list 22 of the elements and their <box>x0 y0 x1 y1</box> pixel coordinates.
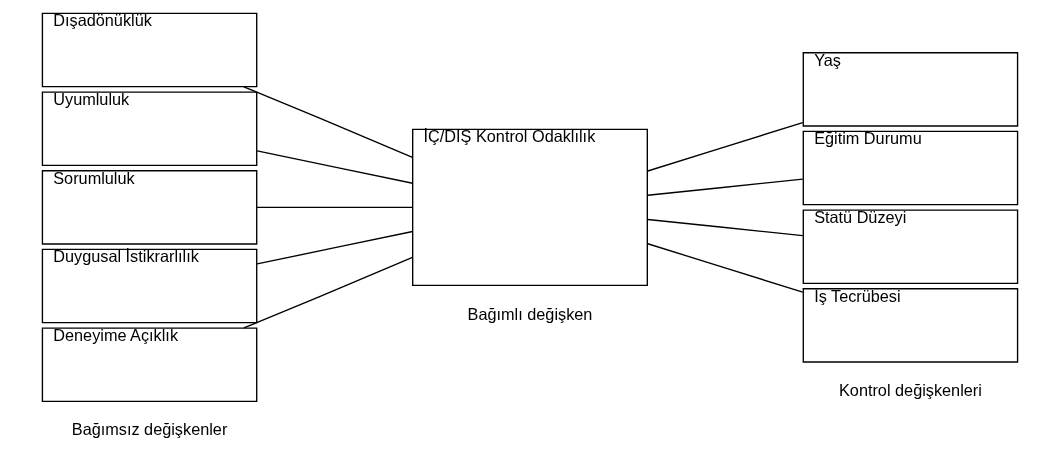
connector <box>647 243 804 293</box>
connector <box>243 256 414 329</box>
connector <box>647 178 804 196</box>
connector <box>256 230 414 265</box>
node-box: Eğitim Durumu <box>802 130 1019 206</box>
node-box: Sorumluluk <box>41 170 258 245</box>
label: Bağımlı değişken <box>467 305 593 324</box>
node-box: Dışadönüklük <box>41 12 258 88</box>
node-box: Deneyime Açıklık <box>41 327 258 402</box>
connector <box>256 150 414 184</box>
connector <box>256 206 414 209</box>
label: Bağımsız değişkenler <box>71 420 228 439</box>
node-box: İÇ/DIŞ Kontrol Odaklılık <box>412 128 648 287</box>
connector <box>647 218 804 237</box>
connector <box>243 86 414 159</box>
node-box: Duygusal İstikrarlılık <box>41 248 258 324</box>
node-box: Yaş <box>802 52 1019 127</box>
connector <box>647 121 804 172</box>
node-box: Statü Düzeyi <box>802 209 1019 284</box>
node-box: Uyumluluk <box>41 91 258 166</box>
label: Kontrol değişkenleri <box>839 381 982 400</box>
node-box: İş Tecrübesi <box>802 288 1019 363</box>
